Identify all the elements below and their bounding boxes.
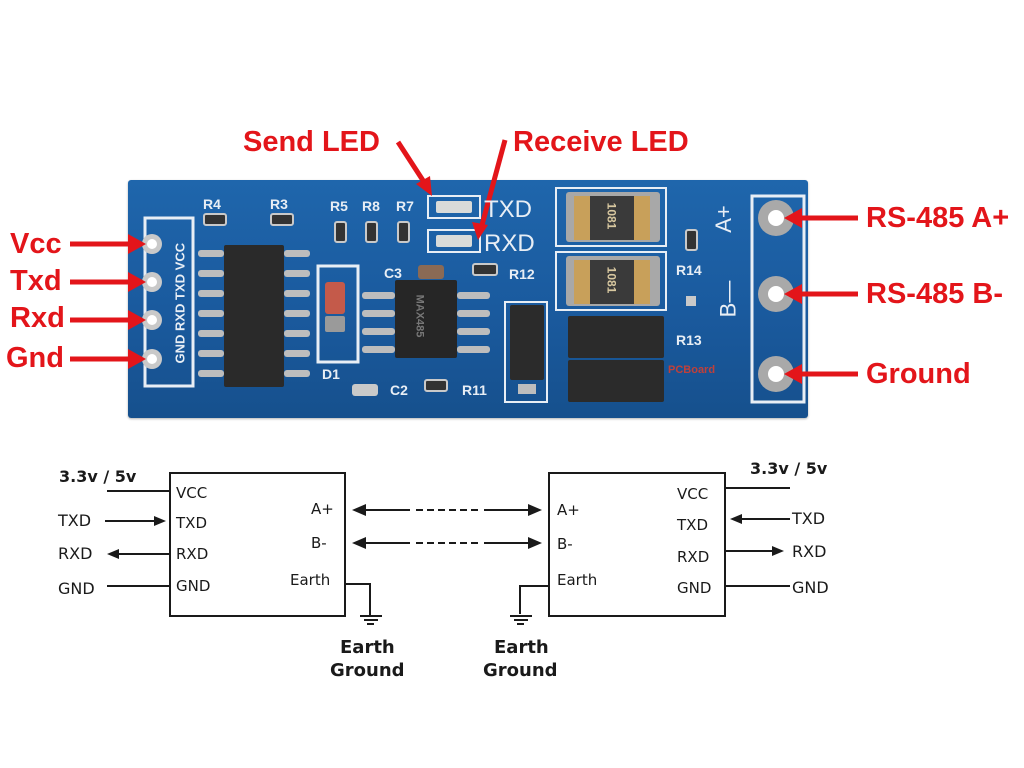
terminal-pads: [758, 200, 794, 392]
left-pin-rxd: RXD: [176, 545, 209, 563]
header-pads: [142, 234, 162, 369]
capacitor-c2: [352, 384, 378, 396]
silk-r14: R14: [676, 262, 702, 278]
rxd-led-outline: [427, 229, 481, 253]
right-pin-vcc: VCC: [677, 485, 709, 503]
right-earth-label-2: Ground: [483, 660, 558, 681]
pcboard-watermark: PCBoard: [668, 364, 716, 376]
right-signal-txd: TXD: [792, 509, 826, 528]
terminal-label-ground: Ground: [866, 358, 971, 390]
silk-r4: R4: [203, 196, 221, 212]
ptc-fuses: [555, 187, 667, 311]
right-earth-label-1: Earth: [494, 637, 549, 658]
schematic-lines: [105, 472, 790, 625]
left-pin-gnd: GND: [176, 577, 211, 595]
silk-rxd: RXD: [484, 230, 535, 257]
left-earth-label-2: Ground: [330, 660, 405, 681]
silk-r7: R7: [396, 198, 414, 214]
header-silk-label: GND RXD TXD VCC: [172, 242, 188, 364]
silk-r13: R13: [676, 332, 702, 348]
txd-led: [436, 201, 472, 213]
left-supply-label: 3.3v / 5v: [59, 467, 137, 486]
right-pin-rxd: RXD: [677, 548, 710, 566]
left-pin-vcc: VCC: [176, 484, 208, 502]
header-outline: [143, 216, 195, 388]
diode-d1: [316, 264, 360, 364]
tvs-diode: [504, 301, 548, 403]
silk-c3: C3: [384, 265, 402, 281]
silk-r8: R8: [362, 198, 380, 214]
left-earth-label-1: Earth: [340, 637, 395, 658]
terminal-label-a: RS-485 A+: [866, 202, 1010, 234]
right-pin-gnd: GND: [677, 579, 712, 597]
resistor-r13: [686, 296, 696, 306]
right-supply-label: 3.3v / 5v: [750, 459, 828, 478]
right-pin-b: B-: [557, 535, 573, 553]
right-pin-earth: Earth: [557, 571, 598, 589]
receive-led-label: Receive LED: [513, 126, 689, 158]
right-signal-rxd: RXD: [792, 542, 827, 561]
pin-label-vcc: Vcc: [10, 228, 62, 260]
terminal-label-b: RS-485 B-: [866, 278, 1003, 310]
capacitor-c3: [418, 265, 444, 279]
right-module-box: [548, 472, 726, 617]
left-pin-a: A+: [311, 500, 334, 518]
silk-r12: R12: [509, 266, 535, 282]
silk-txd: TXD: [484, 196, 532, 223]
left-signal-rxd: RXD: [58, 544, 93, 563]
silk-r3: R3: [270, 196, 288, 212]
smb-diodes: [568, 316, 664, 402]
terminal-outline: [750, 194, 806, 404]
send-led-label: Send LED: [243, 126, 380, 158]
right-pin-a: A+: [557, 501, 580, 519]
led-indicators: [427, 195, 481, 253]
pin-label-txd: Txd: [10, 265, 62, 297]
max485-chip: [362, 280, 490, 358]
right-signal-gnd: GND: [792, 578, 829, 597]
rxd-led: [436, 235, 472, 247]
silk-r11: R11: [462, 382, 487, 398]
right-pin-txd: TXD: [677, 516, 708, 534]
silk-d1: D1: [322, 366, 340, 382]
silk-a-plus: A+: [710, 205, 736, 233]
smd-resistors: [203, 213, 698, 392]
fuse-marking-2: 1081: [604, 266, 619, 294]
left-pin-earth: Earth: [290, 571, 331, 589]
txd-led-outline: [427, 195, 481, 219]
left-signal-txd: TXD: [58, 511, 92, 530]
silk-r5: R5: [330, 198, 348, 214]
left-module-box: [169, 472, 346, 617]
left-pin-txd: TXD: [176, 514, 207, 532]
fuse-marking-1: 1081: [604, 202, 619, 230]
callout-arrows: [70, 139, 858, 384]
left-signal-gnd: GND: [58, 579, 95, 598]
silk-c2: C2: [390, 382, 408, 398]
pin-label-rxd: Rxd: [10, 302, 65, 334]
pin-label-gnd: Gnd: [6, 342, 64, 374]
soic14-chip: [198, 245, 310, 387]
silk-b-minus: B—: [715, 280, 741, 318]
left-pin-b: B-: [311, 534, 327, 552]
chip-marking: MAX485: [413, 294, 426, 338]
